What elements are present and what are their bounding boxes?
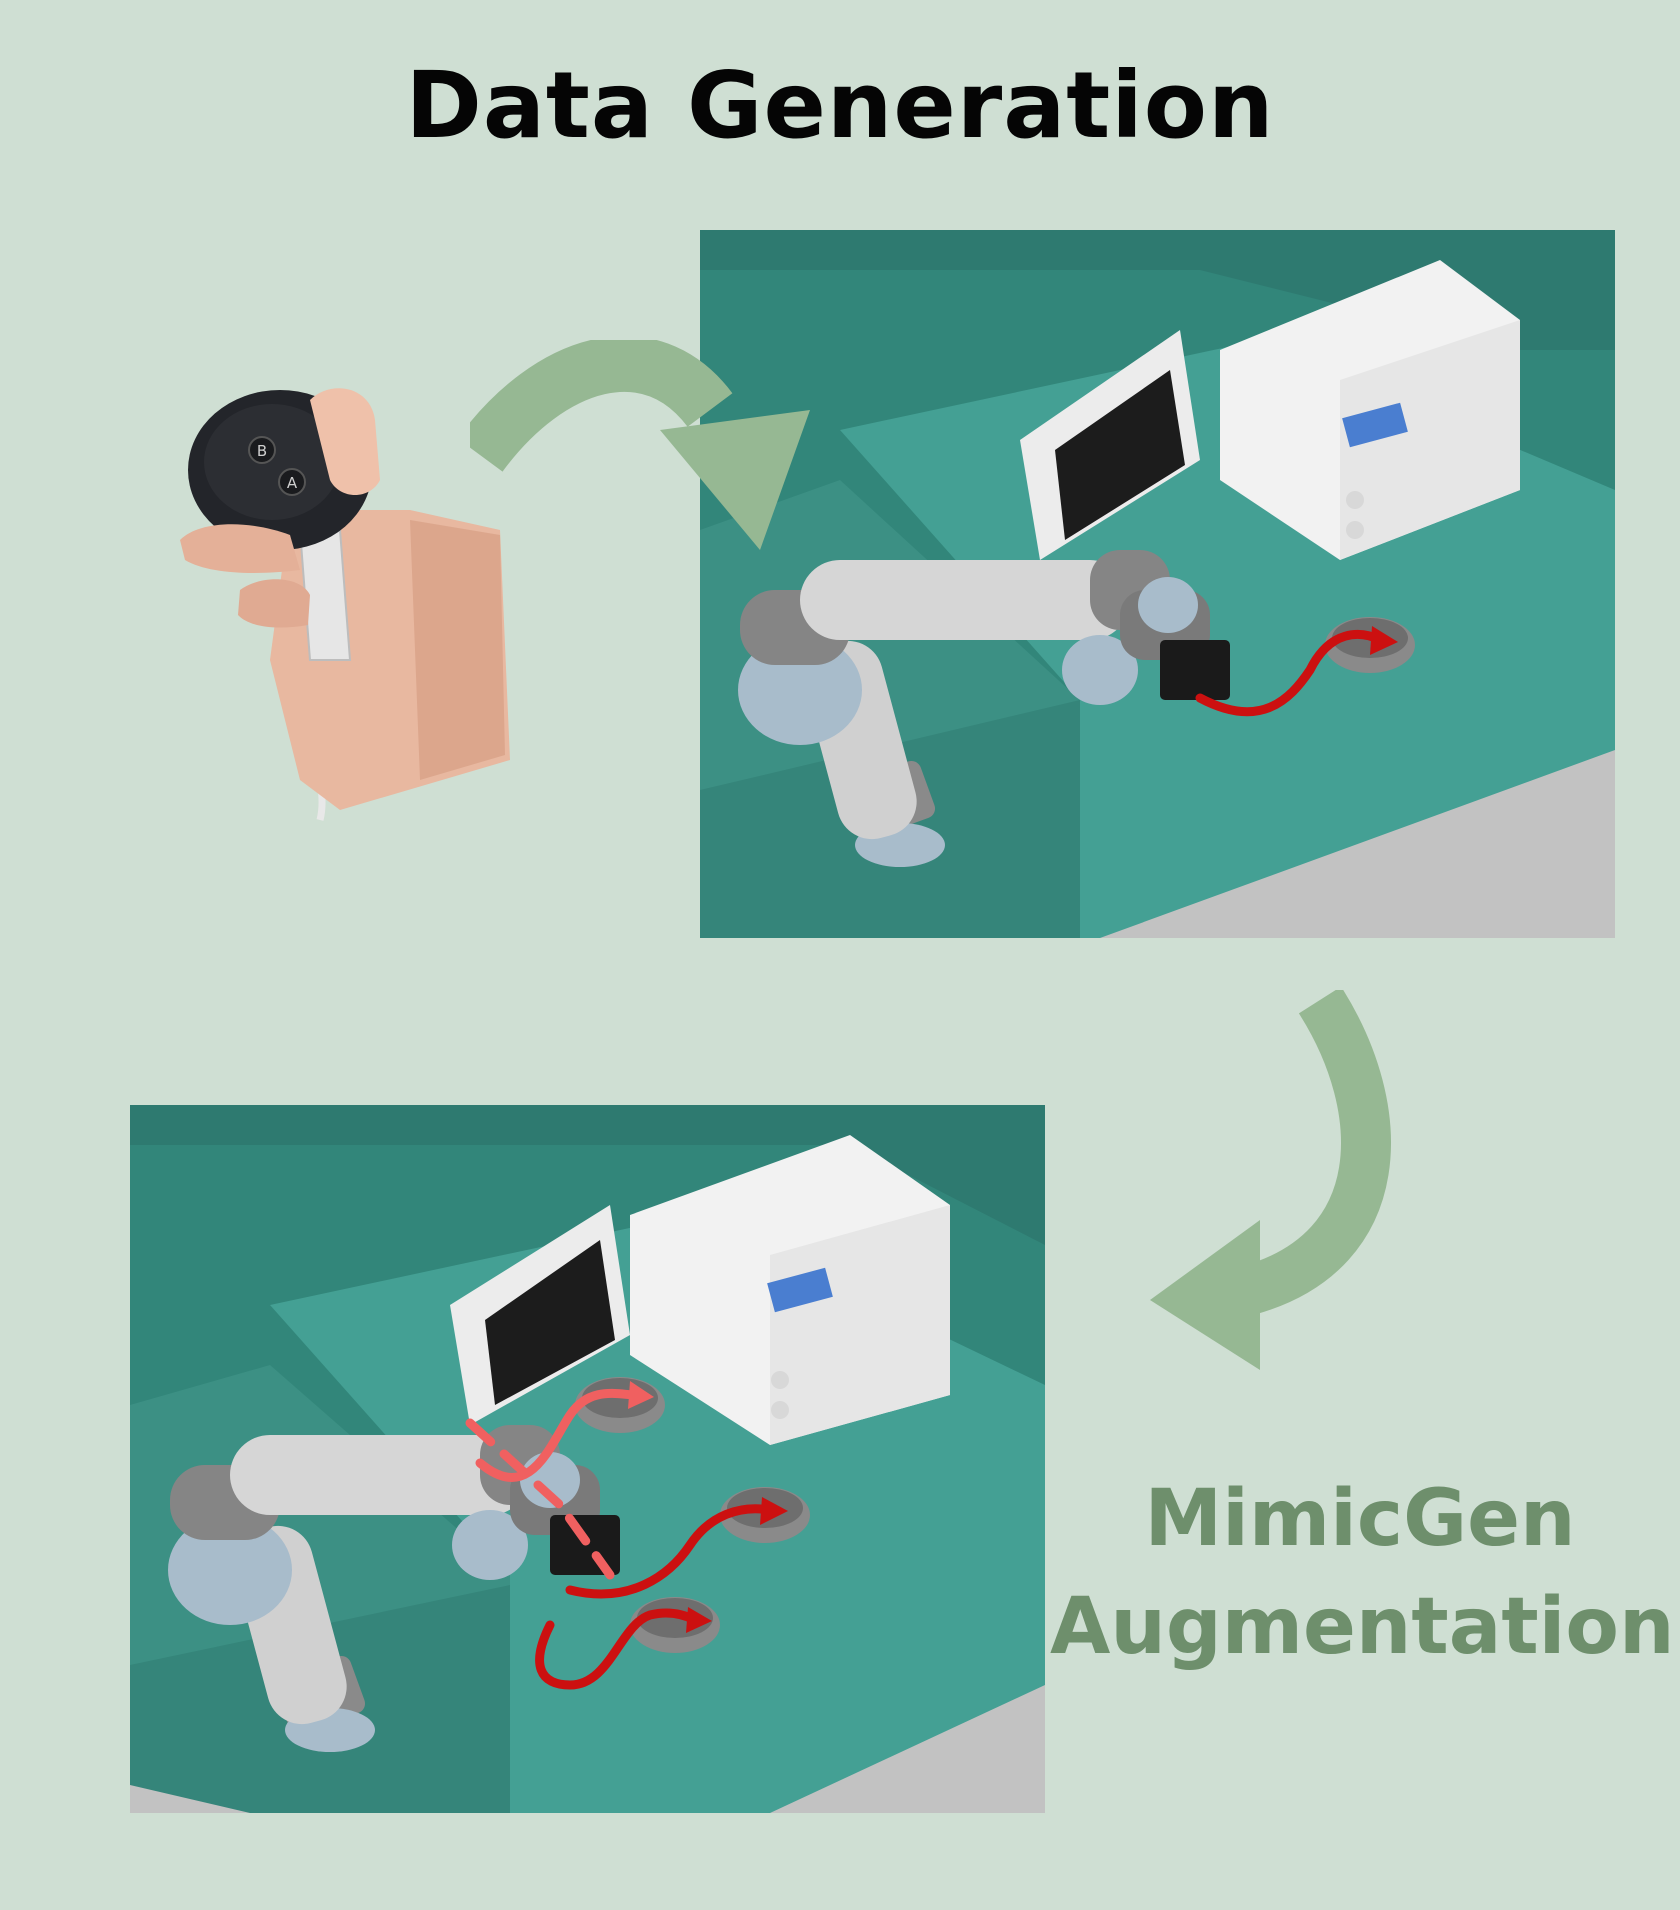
diagram-title: Data Generation — [405, 52, 1275, 159]
arrow-teleop-to-sim — [470, 340, 810, 550]
generated-trajectory-1 — [565, 1504, 775, 1599]
microwave-side — [1340, 320, 1520, 560]
generated-trajectory-2-arrowhead — [686, 1607, 712, 1633]
floor — [130, 1785, 250, 1813]
microwave-knob-2 — [771, 1401, 789, 1419]
controller-face — [204, 404, 340, 520]
floor — [1100, 750, 1615, 938]
microwave-knob-1 — [1346, 491, 1364, 509]
microwave-knob-1 — [771, 1371, 789, 1389]
top-simulation-scene — [700, 230, 1615, 938]
mimicgen-augmentation-label: MimicGen Augmentation — [1050, 1465, 1675, 1681]
robot-arm — [738, 550, 1230, 867]
controller-button-b — [248, 436, 276, 464]
thumb — [310, 388, 380, 495]
source-trajectory — [475, 1388, 640, 1482]
forearm-shade — [410, 520, 505, 780]
robot-arm — [168, 1425, 620, 1752]
controller-button-b-label: B — [257, 442, 267, 460]
source-trajectory-arrowhead — [628, 1381, 654, 1409]
trajectory-arrowhead — [1370, 626, 1398, 655]
fingers-lower — [238, 579, 310, 628]
controller-button-a — [278, 468, 306, 496]
arrow-sim-to-augmentation — [1150, 990, 1391, 1370]
generated-trajectory-1-arrowhead — [760, 1497, 788, 1525]
floor-right — [770, 1685, 1045, 1813]
microwave-window — [1055, 370, 1185, 540]
microwave-side — [770, 1205, 950, 1445]
microwave-window — [485, 1240, 615, 1405]
bottom-simulation-scene — [130, 1105, 1045, 1813]
microwave-knob-2 — [1346, 521, 1364, 539]
vr-controller-hand: B A — [180, 388, 510, 821]
generated-trajectory-2 — [535, 1608, 700, 1690]
augmentation-label-line1: MimicGen — [1144, 1474, 1576, 1564]
back-wall — [700, 230, 1615, 350]
fingers — [180, 524, 300, 573]
augmentation-label-line2: Augmentation — [1050, 1582, 1675, 1672]
controller-button-a-label: A — [287, 474, 298, 492]
source-dashed-path — [465, 1418, 615, 1580]
demonstration-trajectory — [1195, 630, 1385, 717]
back-wall — [130, 1105, 1045, 1245]
microwave-sticker — [767, 1267, 833, 1313]
